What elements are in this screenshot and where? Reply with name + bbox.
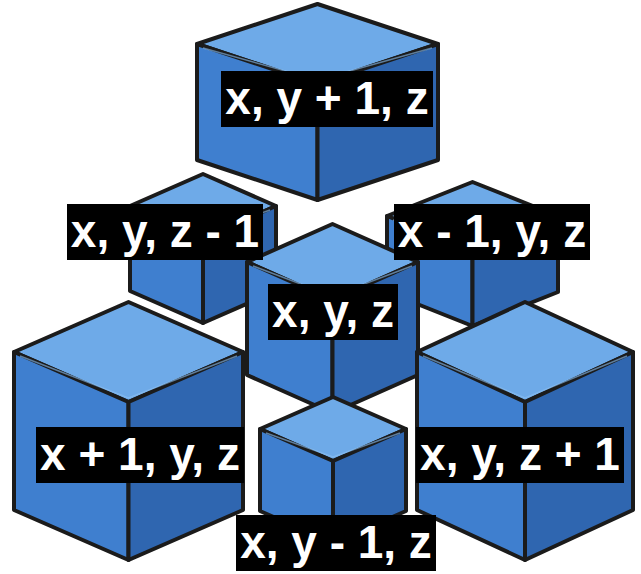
coordinate-label: x + 1, y, z [36, 427, 244, 482]
coordinate-label: x, y, z [268, 284, 398, 339]
cube-highlight [423, 356, 627, 398]
cube-node: x + 1, y, z [12, 300, 245, 562]
cube-highlight [20, 356, 237, 398]
cube-node: x, y + 1, z [195, 2, 440, 202]
coordinate-label: x, y - 1, z [236, 515, 436, 570]
cube-node: x, y, z + 1 [415, 300, 635, 562]
coordinate-label: x, y, z - 1 [67, 204, 263, 259]
coordinate-label: x, y, z + 1 [416, 427, 624, 482]
cube-node: x, y - 1, z [258, 395, 408, 545]
coordinate-label: x, y + 1, z [221, 71, 432, 126]
coordinate-label: x - 1, y, z [394, 204, 590, 259]
cube-highlight [266, 433, 400, 457]
